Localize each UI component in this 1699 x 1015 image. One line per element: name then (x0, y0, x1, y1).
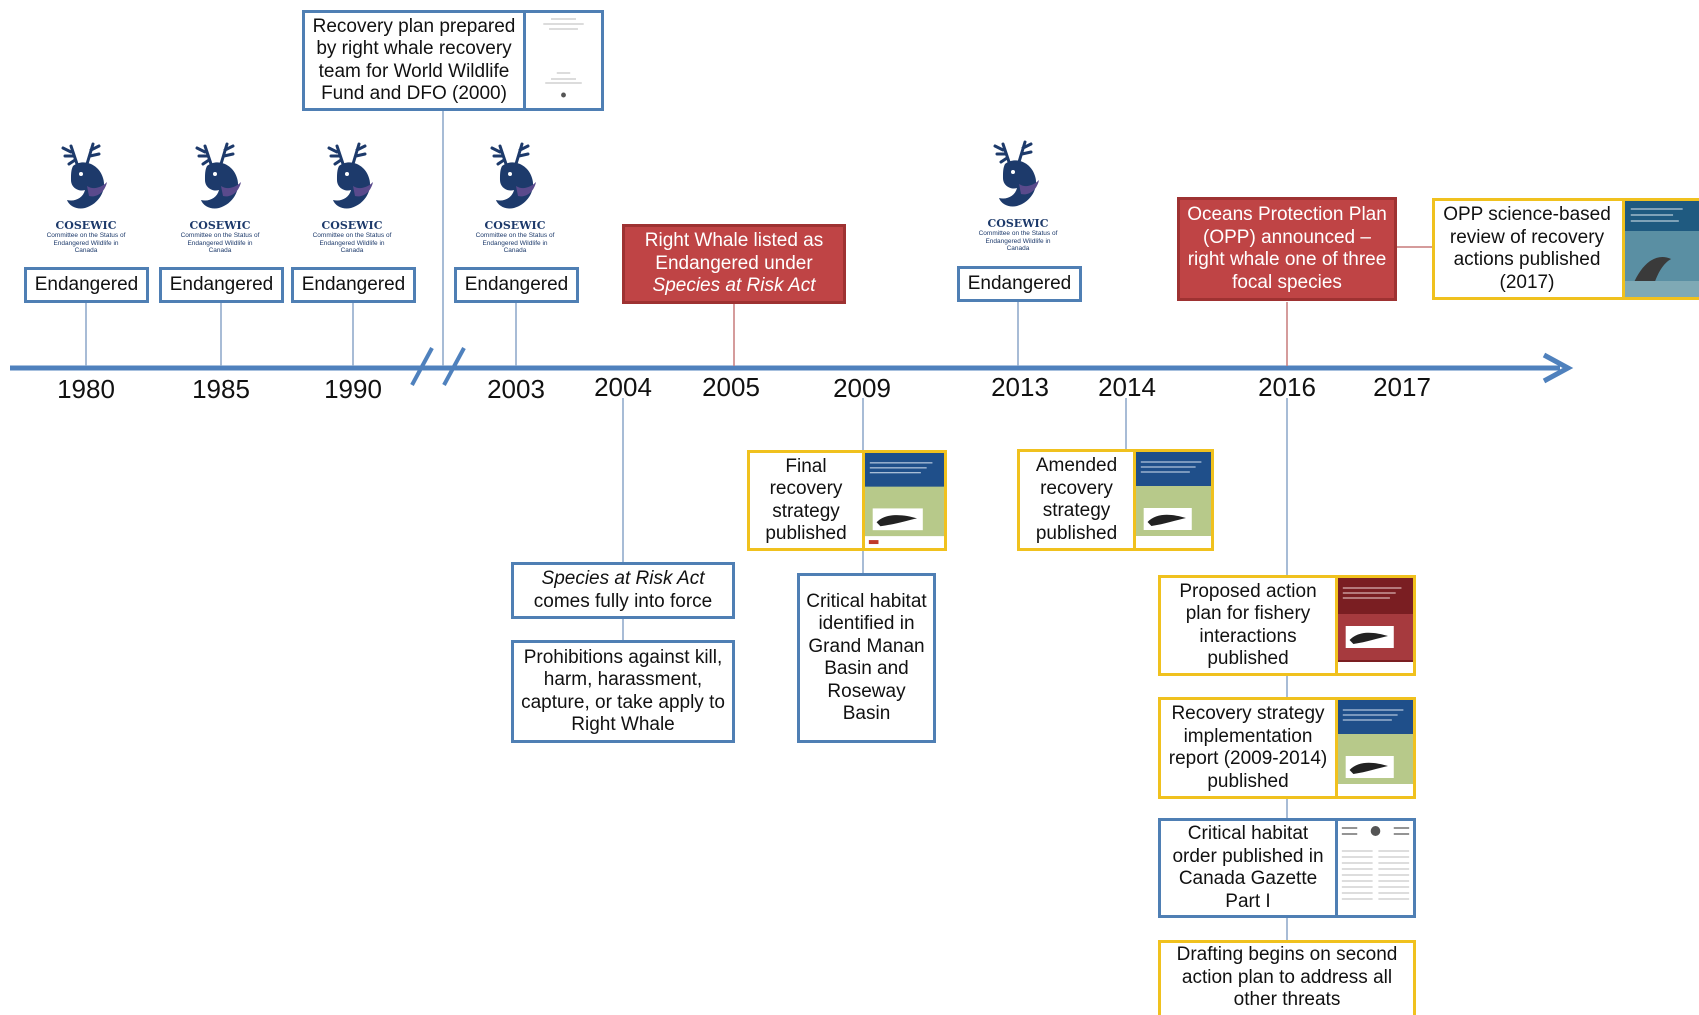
event-text: Critical habitat order published in Cana… (1172, 823, 1324, 912)
axis-break-mark (442, 347, 466, 386)
recovery-strategy-cover-icon (1133, 452, 1211, 548)
event-final-strategy-2009: Final recovery strategy published (747, 450, 947, 551)
canada-gazette-cover-icon (1335, 821, 1413, 915)
cosewic-logo: COSEWIC Committee on the Status of Endan… (475, 138, 555, 255)
event-text-line: comes fully into force (533, 590, 713, 612)
event-second-plan-2016: Drafting begins on second action plan to… (1158, 940, 1416, 1015)
cosewic-logo: COSEWIC Committee on the Status of Endan… (46, 138, 126, 255)
event-text: Amended recovery strategy published (1035, 455, 1118, 544)
event-fishery-plan-2016: Proposed action plan for fishery interac… (1158, 575, 1416, 676)
event-listed-2005: Right Whale listed as Endangered under S… (622, 224, 846, 304)
status-badge-2013: Endangered (957, 266, 1082, 302)
year-label: 2004 (594, 372, 652, 402)
cosewic-subtitle: Committee on the Status of Endangered Wi… (978, 230, 1058, 252)
recovery-strategy-cover-icon (1136, 452, 1211, 548)
document-cover-icon (523, 13, 601, 108)
event-text: Proposed action plan for fishery interac… (1179, 580, 1317, 670)
event-text: Drafting begins on second action plan to… (1176, 944, 1398, 1011)
year-label: 1980 (57, 374, 115, 404)
right-whale-photo-icon (1622, 201, 1699, 297)
cosewic-subtitle: Committee on the Status of Endangered Wi… (312, 232, 392, 254)
recovery-strategy-cover-icon (865, 453, 944, 548)
status-badge-1990: Endangered (291, 267, 416, 303)
recovery-strategy-cover-icon (1335, 578, 1413, 673)
status-badge-1985: Endangered (159, 267, 284, 303)
year-label: 1990 (324, 374, 382, 404)
event-text: Critical habitat identified in Grand Man… (806, 590, 927, 725)
cosewic-caribou-whale-icon (490, 142, 536, 209)
cosewic-name: COSEWIC (987, 217, 1049, 230)
event-text: Recovery plan prepared by right whale re… (312, 15, 516, 105)
cosewic-logo: COSEWIC Committee on the Status of Endan… (312, 138, 392, 255)
year-label: 2013 (991, 372, 1049, 402)
recovery-strategy-cover-icon (1335, 700, 1413, 796)
right-whale-photo-icon (1625, 201, 1699, 297)
cosewic-subtitle: Committee on the Status of Endangered Wi… (180, 232, 260, 254)
event-sara-in-force-2004: Species at Risk Act comes fully into for… (511, 562, 735, 619)
event-text: Right Whale listed as Endangered under S… (625, 227, 843, 301)
year-label: 2016 (1258, 372, 1316, 402)
event-text-line-italic: Species at Risk Act (541, 568, 705, 589)
event-text: Prohibitions against kill, harm, harassm… (521, 646, 725, 736)
year-label: 2009 (833, 373, 891, 403)
year-label: 2014 (1098, 372, 1156, 402)
cosewic-subtitle: Committee on the Status of Endangered Wi… (475, 232, 555, 254)
cosewic-caribou-whale-icon (993, 140, 1039, 207)
cosewic-name: COSEWIC (189, 219, 251, 232)
canada-gazette-cover-icon (1338, 821, 1413, 915)
event-text: Oceans Protection Plan (OPP) announced –… (1187, 204, 1387, 293)
event-opp-2016: Oceans Protection Plan (OPP) announced –… (1177, 197, 1397, 301)
cosewic-logo: COSEWIC Committee on the Status of Endan… (978, 136, 1058, 253)
event-recovery-plan-2000: Recovery plan prepared by right whale re… (302, 10, 604, 111)
event-text: Final recovery strategy published (765, 455, 847, 545)
event-text-line: Right Whale listed as Endangered under (644, 230, 824, 274)
document-cover-icon (526, 13, 601, 108)
cosewic-caribou-whale-icon (327, 142, 373, 209)
year-label: 2017 (1373, 372, 1431, 402)
year-label: 1985 (192, 374, 250, 404)
cosewic-name: COSEWIC (55, 219, 117, 232)
event-amended-strategy-2014: Amended recovery strategy published (1017, 449, 1214, 551)
cosewic-name: COSEWIC (484, 219, 546, 232)
cosewic-subtitle: Committee on the Status of Endangered Wi… (46, 232, 126, 254)
event-text: Species at Risk Act comes fully into for… (514, 565, 732, 616)
event-text: Recovery strategy implementation report … (1168, 703, 1328, 792)
recovery-strategy-cover-icon (862, 453, 944, 548)
status-badge-1980: Endangered (24, 267, 149, 303)
cosewic-caribou-whale-icon (195, 142, 241, 209)
event-text: OPP science-based review of recovery act… (1443, 204, 1611, 293)
event-habitat-order-2016: Critical habitat order published in Cana… (1158, 818, 1416, 918)
axis-break-mark (410, 347, 434, 386)
year-label: 2005 (702, 372, 760, 402)
event-critical-habitat-2009: Critical habitat identified in Grand Man… (797, 573, 936, 743)
cosewic-name: COSEWIC (321, 219, 383, 232)
event-implementation-report-2016: Recovery strategy implementation report … (1158, 697, 1416, 799)
timeline-arrowhead (1542, 352, 1574, 384)
event-prohibitions-2004: Prohibitions against kill, harm, harassm… (511, 640, 735, 743)
event-opp-review-2017: OPP science-based review of recovery act… (1432, 198, 1699, 300)
year-label: 2003 (487, 374, 545, 404)
recovery-strategy-cover-icon (1338, 700, 1413, 796)
cosewic-caribou-whale-icon (61, 142, 107, 209)
recovery-strategy-cover-icon (1338, 578, 1413, 673)
status-badge-2003: Endangered (454, 267, 579, 303)
cosewic-logo: COSEWIC Committee on the Status of Endan… (180, 138, 260, 255)
event-text-line-italic: Species at Risk Act (652, 275, 816, 297)
